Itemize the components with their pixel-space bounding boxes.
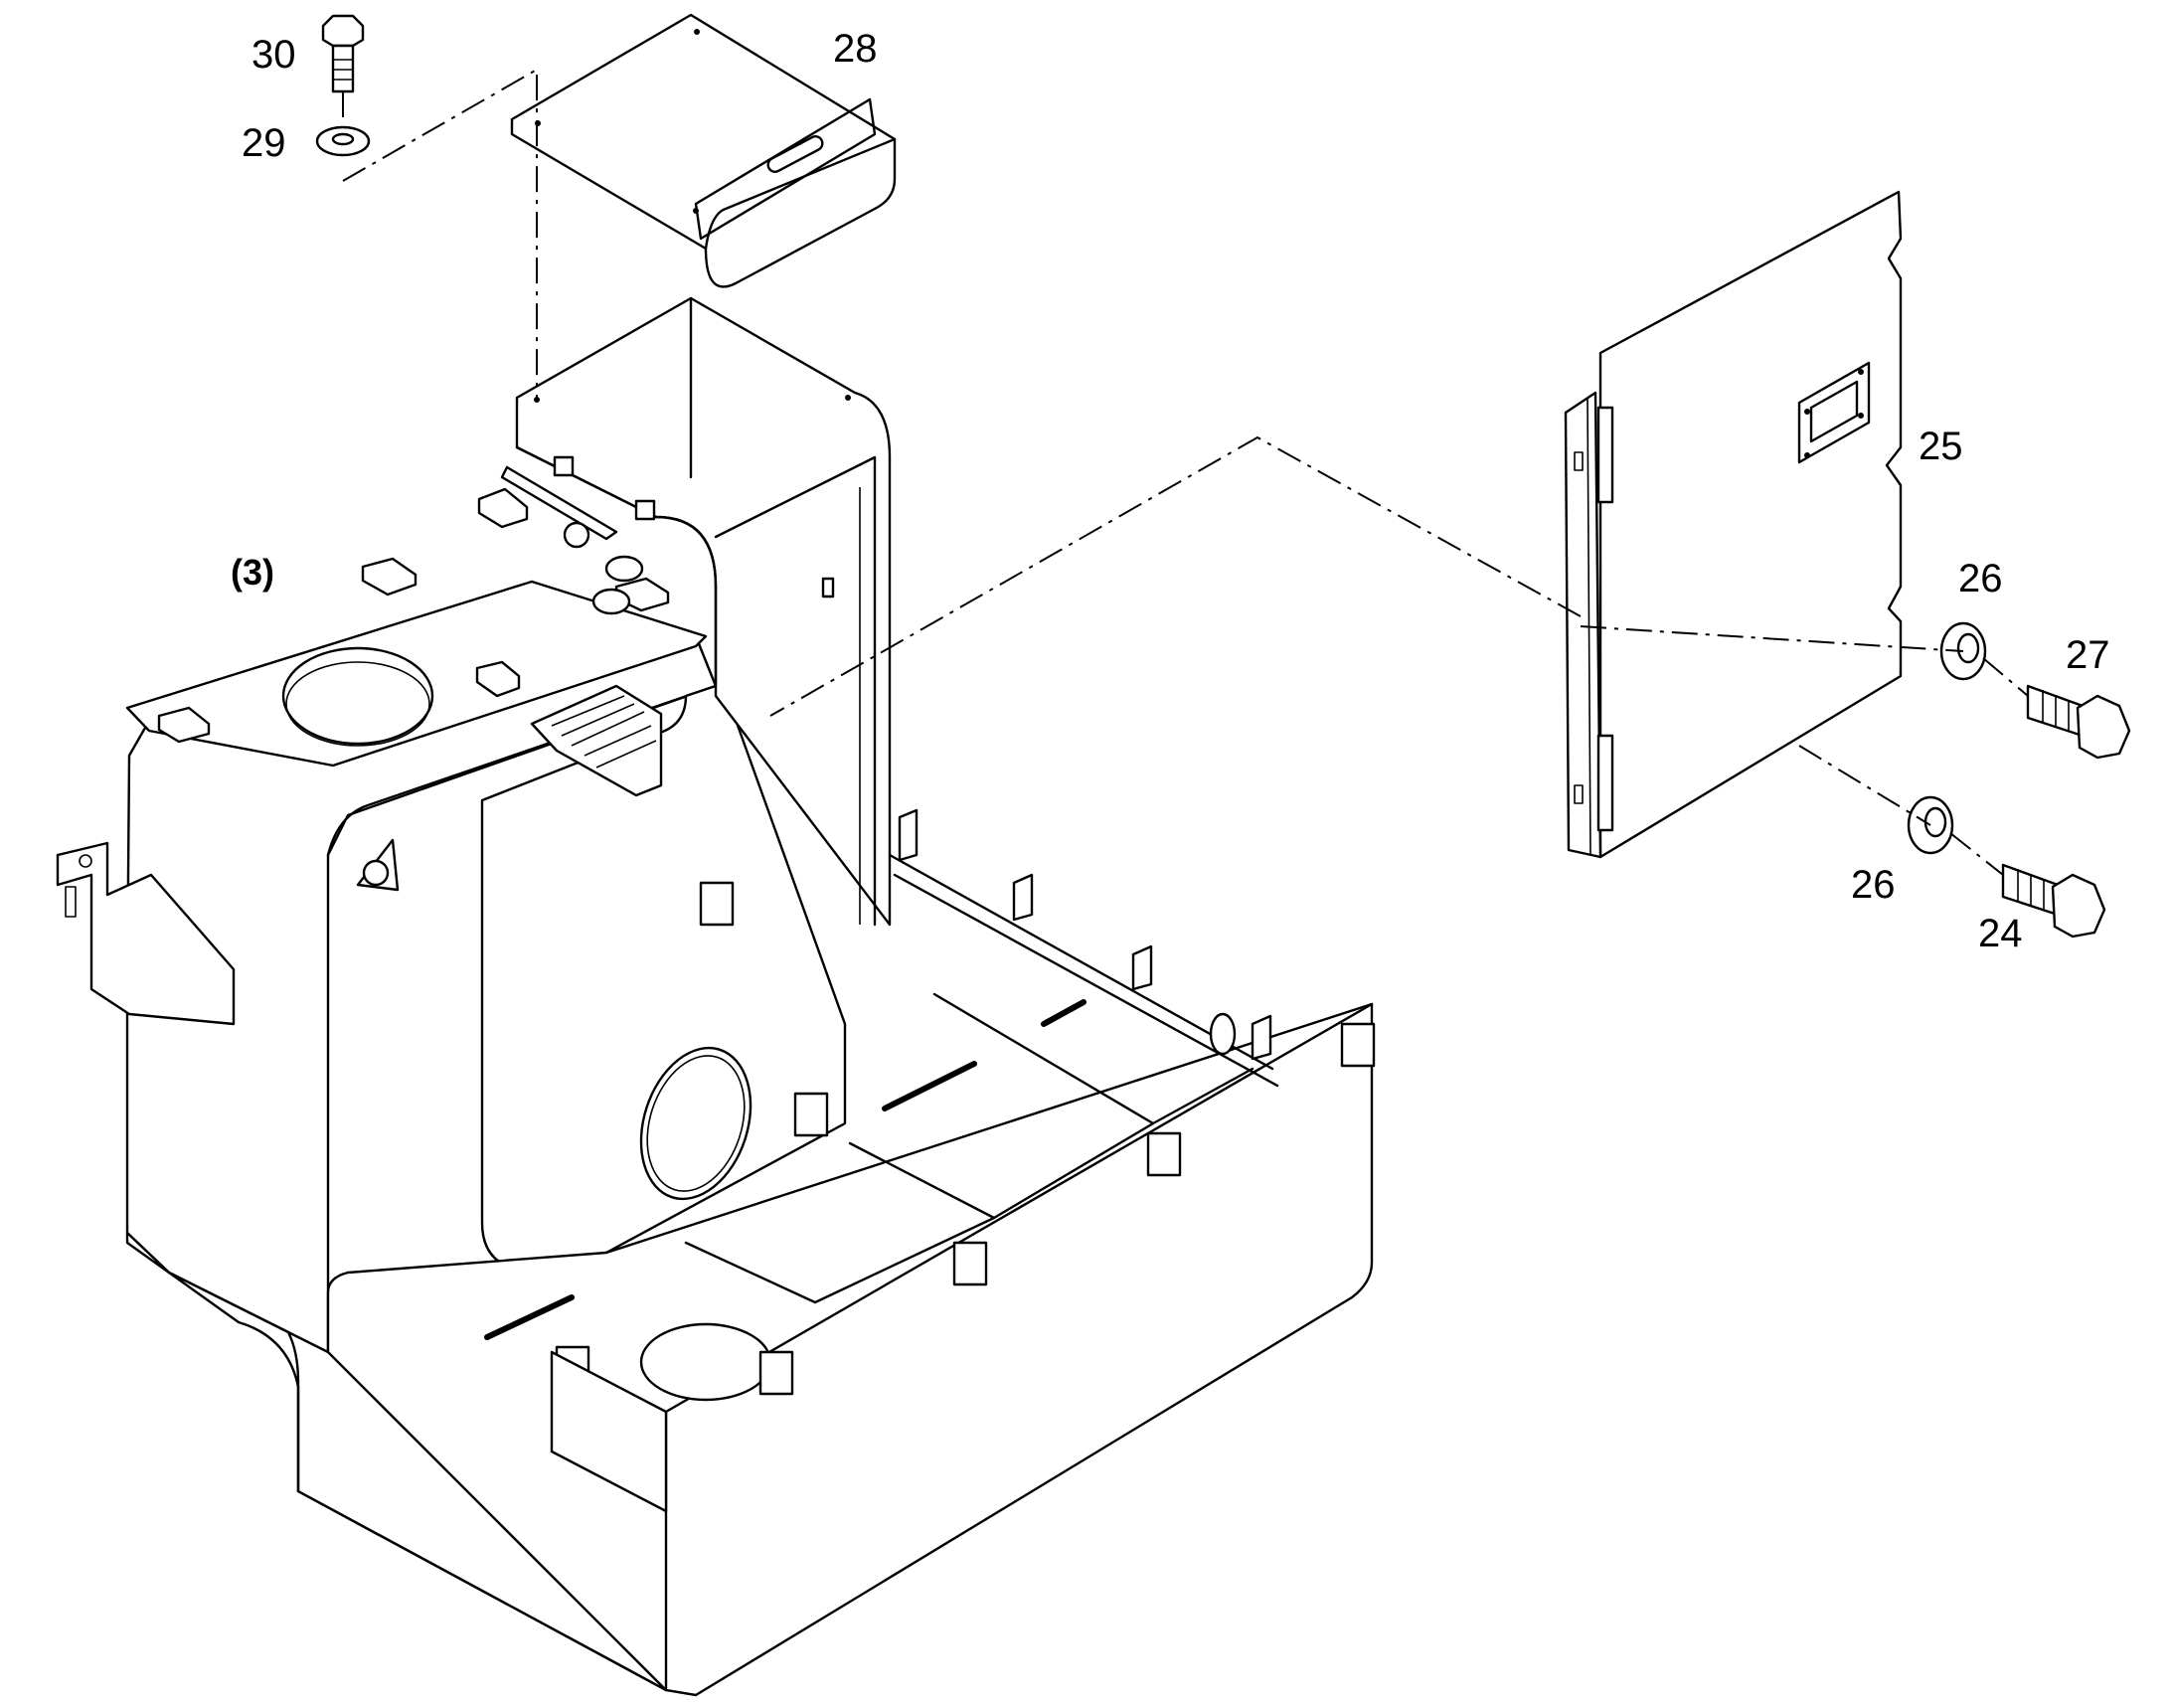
washer-26a-hole <box>1956 632 1980 664</box>
align-washer26a-to-bolt27 <box>1982 657 2029 697</box>
hood-boss-1 <box>553 455 575 477</box>
floor-divider-1 <box>684 1216 996 1304</box>
window-screw-2 <box>1858 369 1864 375</box>
left-tank-front-edge <box>326 684 718 857</box>
front-pad-2 <box>1146 1131 1182 1177</box>
column-vent-grille <box>530 684 663 797</box>
alignment-lines <box>342 68 2029 876</box>
cover-handle-slot <box>766 135 824 173</box>
hinge-slot-lower <box>1574 784 1584 804</box>
cover-screw-hole-3 <box>693 208 699 214</box>
hood-rear-right <box>714 455 877 927</box>
window-screw-4 <box>1858 413 1864 419</box>
filler-neck-1 <box>604 555 644 583</box>
door-panel <box>1598 190 1903 859</box>
top-access-cover-rim <box>285 661 430 747</box>
hood-hole-2 <box>845 395 851 401</box>
deck-pad-2 <box>361 557 418 597</box>
rear-upright-4 <box>1251 1014 1272 1061</box>
floor-divider-2 <box>848 1121 1155 1220</box>
emblem-center <box>362 859 390 887</box>
bolt-30-thread <box>333 59 353 81</box>
deck-pad-1 <box>157 706 211 744</box>
align-door-to-washer26a <box>1580 625 1964 652</box>
window-screw-1 <box>1804 409 1810 415</box>
top-cover-assembly <box>510 13 897 288</box>
bolt-24-icon <box>2051 873 2106 939</box>
main-frame-assembly <box>56 296 1376 1697</box>
bracket-slot <box>65 886 77 918</box>
hood-left-clamp <box>477 487 529 529</box>
rear-upright-3 <box>1131 944 1153 991</box>
bolt-27-icon <box>2076 694 2131 760</box>
floor-access-cover <box>639 1322 772 1402</box>
column-round-cover <box>639 1046 752 1201</box>
bracket-hole <box>79 854 92 868</box>
front-pad-4 <box>758 1350 794 1396</box>
top-access-cover <box>281 646 434 746</box>
hinge-slot-upper <box>1574 451 1584 471</box>
floor-slot-2 <box>882 1061 977 1111</box>
top-cover-fold <box>694 97 877 241</box>
hood-switch <box>821 577 835 598</box>
side-door-panel-assembly <box>1564 190 1903 859</box>
align-door-to-frame <box>769 435 1582 717</box>
deck-pad-3 <box>475 660 521 698</box>
hood-grommet <box>563 521 590 549</box>
washer-29-hole <box>331 132 355 146</box>
front-pad-1 <box>1340 1022 1376 1068</box>
align-washer26b-to-bolt24 <box>1949 832 2004 876</box>
callout-30: 30 <box>251 33 296 77</box>
callout-29: 29 <box>242 121 286 165</box>
rear-upright-2 <box>1012 873 1034 922</box>
callout-labels: 30 29 28 25 26 27 26 24 (3) <box>231 27 2110 955</box>
door-hinge-frame <box>1564 391 1602 859</box>
bolt-24-thread <box>2017 869 2045 911</box>
upper-hinge <box>1596 406 1614 504</box>
rear-upright-1 <box>898 808 919 862</box>
callout-25: 25 <box>1919 425 1963 468</box>
window-screw-3 <box>1804 452 1810 458</box>
front-pad-3 <box>952 1241 988 1286</box>
left-side-bracket <box>56 841 236 1026</box>
column-pad-upper <box>699 881 735 927</box>
filler-neck-2 <box>591 588 631 615</box>
rear-roller <box>1209 1012 1237 1056</box>
column-round-cover-rim <box>646 1055 746 1192</box>
hood-front-panel <box>515 445 718 688</box>
lower-hinge <box>1596 734 1614 832</box>
floor-divider-3 <box>932 992 1254 1125</box>
callout-28: 28 <box>833 27 878 71</box>
floor-slot-1 <box>484 1294 575 1340</box>
align-washer29-to-cover <box>342 68 538 398</box>
bolt-27-thread <box>2042 690 2070 732</box>
callout-24: 24 <box>1978 912 2023 955</box>
bolt-30-icon <box>321 14 365 48</box>
callout-26-lower: 26 <box>1851 863 1896 907</box>
top-cover-plate <box>510 13 897 288</box>
base-floor-pan <box>326 1002 1374 1697</box>
hood-pivot-bar <box>500 465 618 541</box>
callout-3: (3) <box>231 552 274 593</box>
callout-27: 27 <box>2066 633 2110 677</box>
hood-hole-1 <box>534 397 540 403</box>
skirt-bottom <box>296 1489 698 1697</box>
top-cover-front <box>704 137 897 251</box>
vent-slats <box>551 695 657 769</box>
floor-slot-3 <box>1041 999 1086 1027</box>
washer-26b-hole <box>1923 806 1947 838</box>
right-rail <box>888 853 1274 1071</box>
door-window-opening <box>1809 380 1859 443</box>
floor-drop-panel <box>550 1350 668 1513</box>
bolt-30-shank <box>331 44 355 93</box>
right-rail-2 <box>893 873 1279 1088</box>
cover-screw-hole-2 <box>694 29 700 35</box>
align-door-to-washer26b <box>1798 745 1931 826</box>
column-pad-lower <box>793 1092 829 1137</box>
callout-26-upper: 26 <box>1958 557 2003 600</box>
hood-boss-2 <box>634 499 656 521</box>
